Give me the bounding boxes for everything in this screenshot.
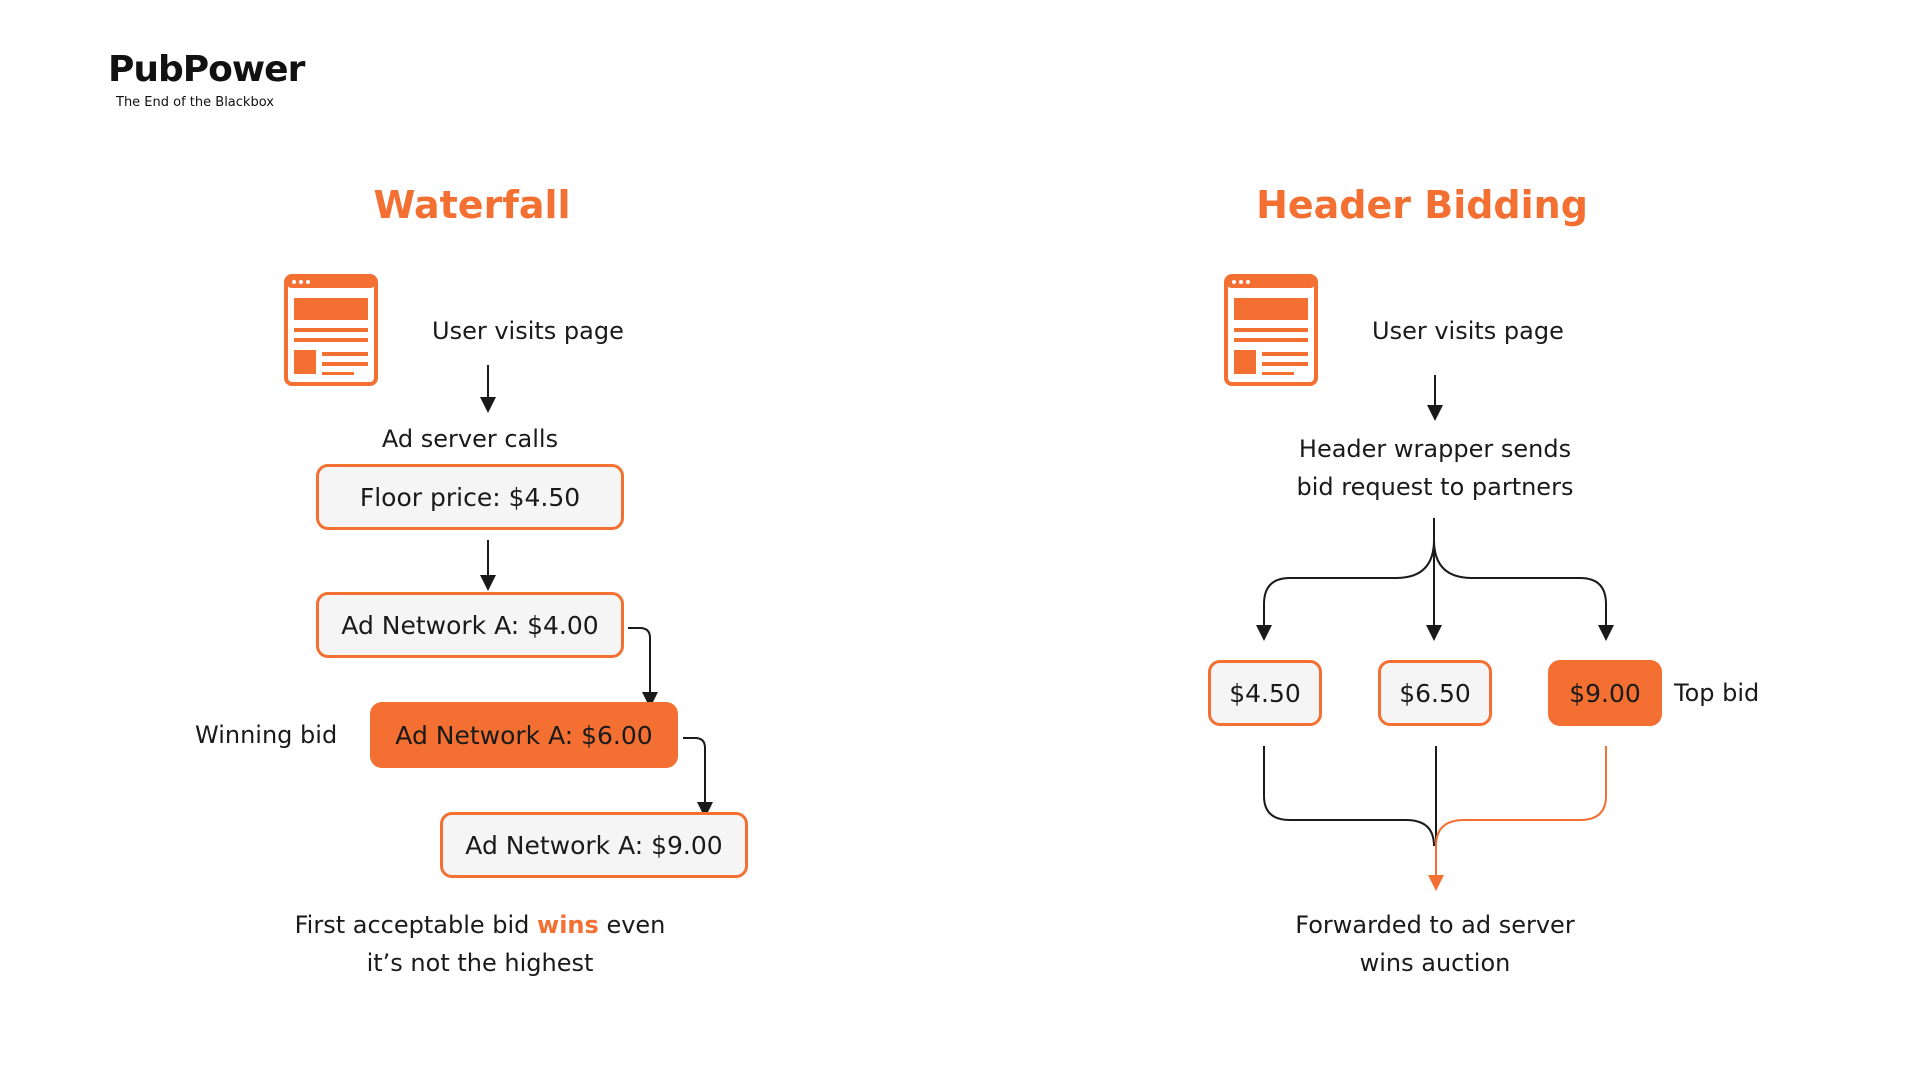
winning-bid-label: Winning bid xyxy=(195,721,338,749)
arrow-hb-wrapper-left xyxy=(1256,539,1435,641)
merge-line-right xyxy=(1428,746,1607,891)
waterfall-title: Waterfall xyxy=(373,183,571,227)
waterfall-step-3: Ad Network A: $9.00 xyxy=(440,812,748,878)
arrow-hb-wrapper-right xyxy=(1433,539,1614,641)
waterfall-step-1: Ad Network A: $4.00 xyxy=(316,592,624,658)
bid-box-3-top: $9.00 xyxy=(1548,660,1662,726)
wins-highlight: wins xyxy=(537,911,599,939)
hb-user-visits-label: User visits page xyxy=(1372,317,1564,345)
top-bid-label: Top bid xyxy=(1674,679,1760,707)
header-bidding-title: Header Bidding xyxy=(1256,183,1588,227)
waterfall-step-2-winning: Ad Network A: $6.00 xyxy=(370,702,678,768)
bid-box-1: $4.50 xyxy=(1208,660,1322,726)
browser-page-icon xyxy=(1224,274,1318,386)
arrow-step2-to-step3 xyxy=(683,737,713,818)
brand-tagline: The End of the Blackbox xyxy=(116,95,274,110)
waterfall-caption: First acceptable bid wins even it’s not … xyxy=(294,911,666,977)
waterfall-user-visits-label: User visits page xyxy=(432,317,624,345)
bid-box-2: $6.50 xyxy=(1378,660,1492,726)
arrow-step1-to-step2 xyxy=(628,627,658,708)
browser-page-icon xyxy=(284,274,378,386)
merge-line-left xyxy=(1263,746,1435,847)
header-wrapper-label: Header wrapper sends bid request to part… xyxy=(1296,435,1574,501)
ad-server-calls-label: Ad server calls xyxy=(381,425,559,453)
floor-price-box: Floor price: $4.50 xyxy=(316,464,624,530)
brand-logo: PubPower xyxy=(108,49,305,90)
hb-caption: Forwarded to ad server wins auction xyxy=(1295,911,1575,977)
